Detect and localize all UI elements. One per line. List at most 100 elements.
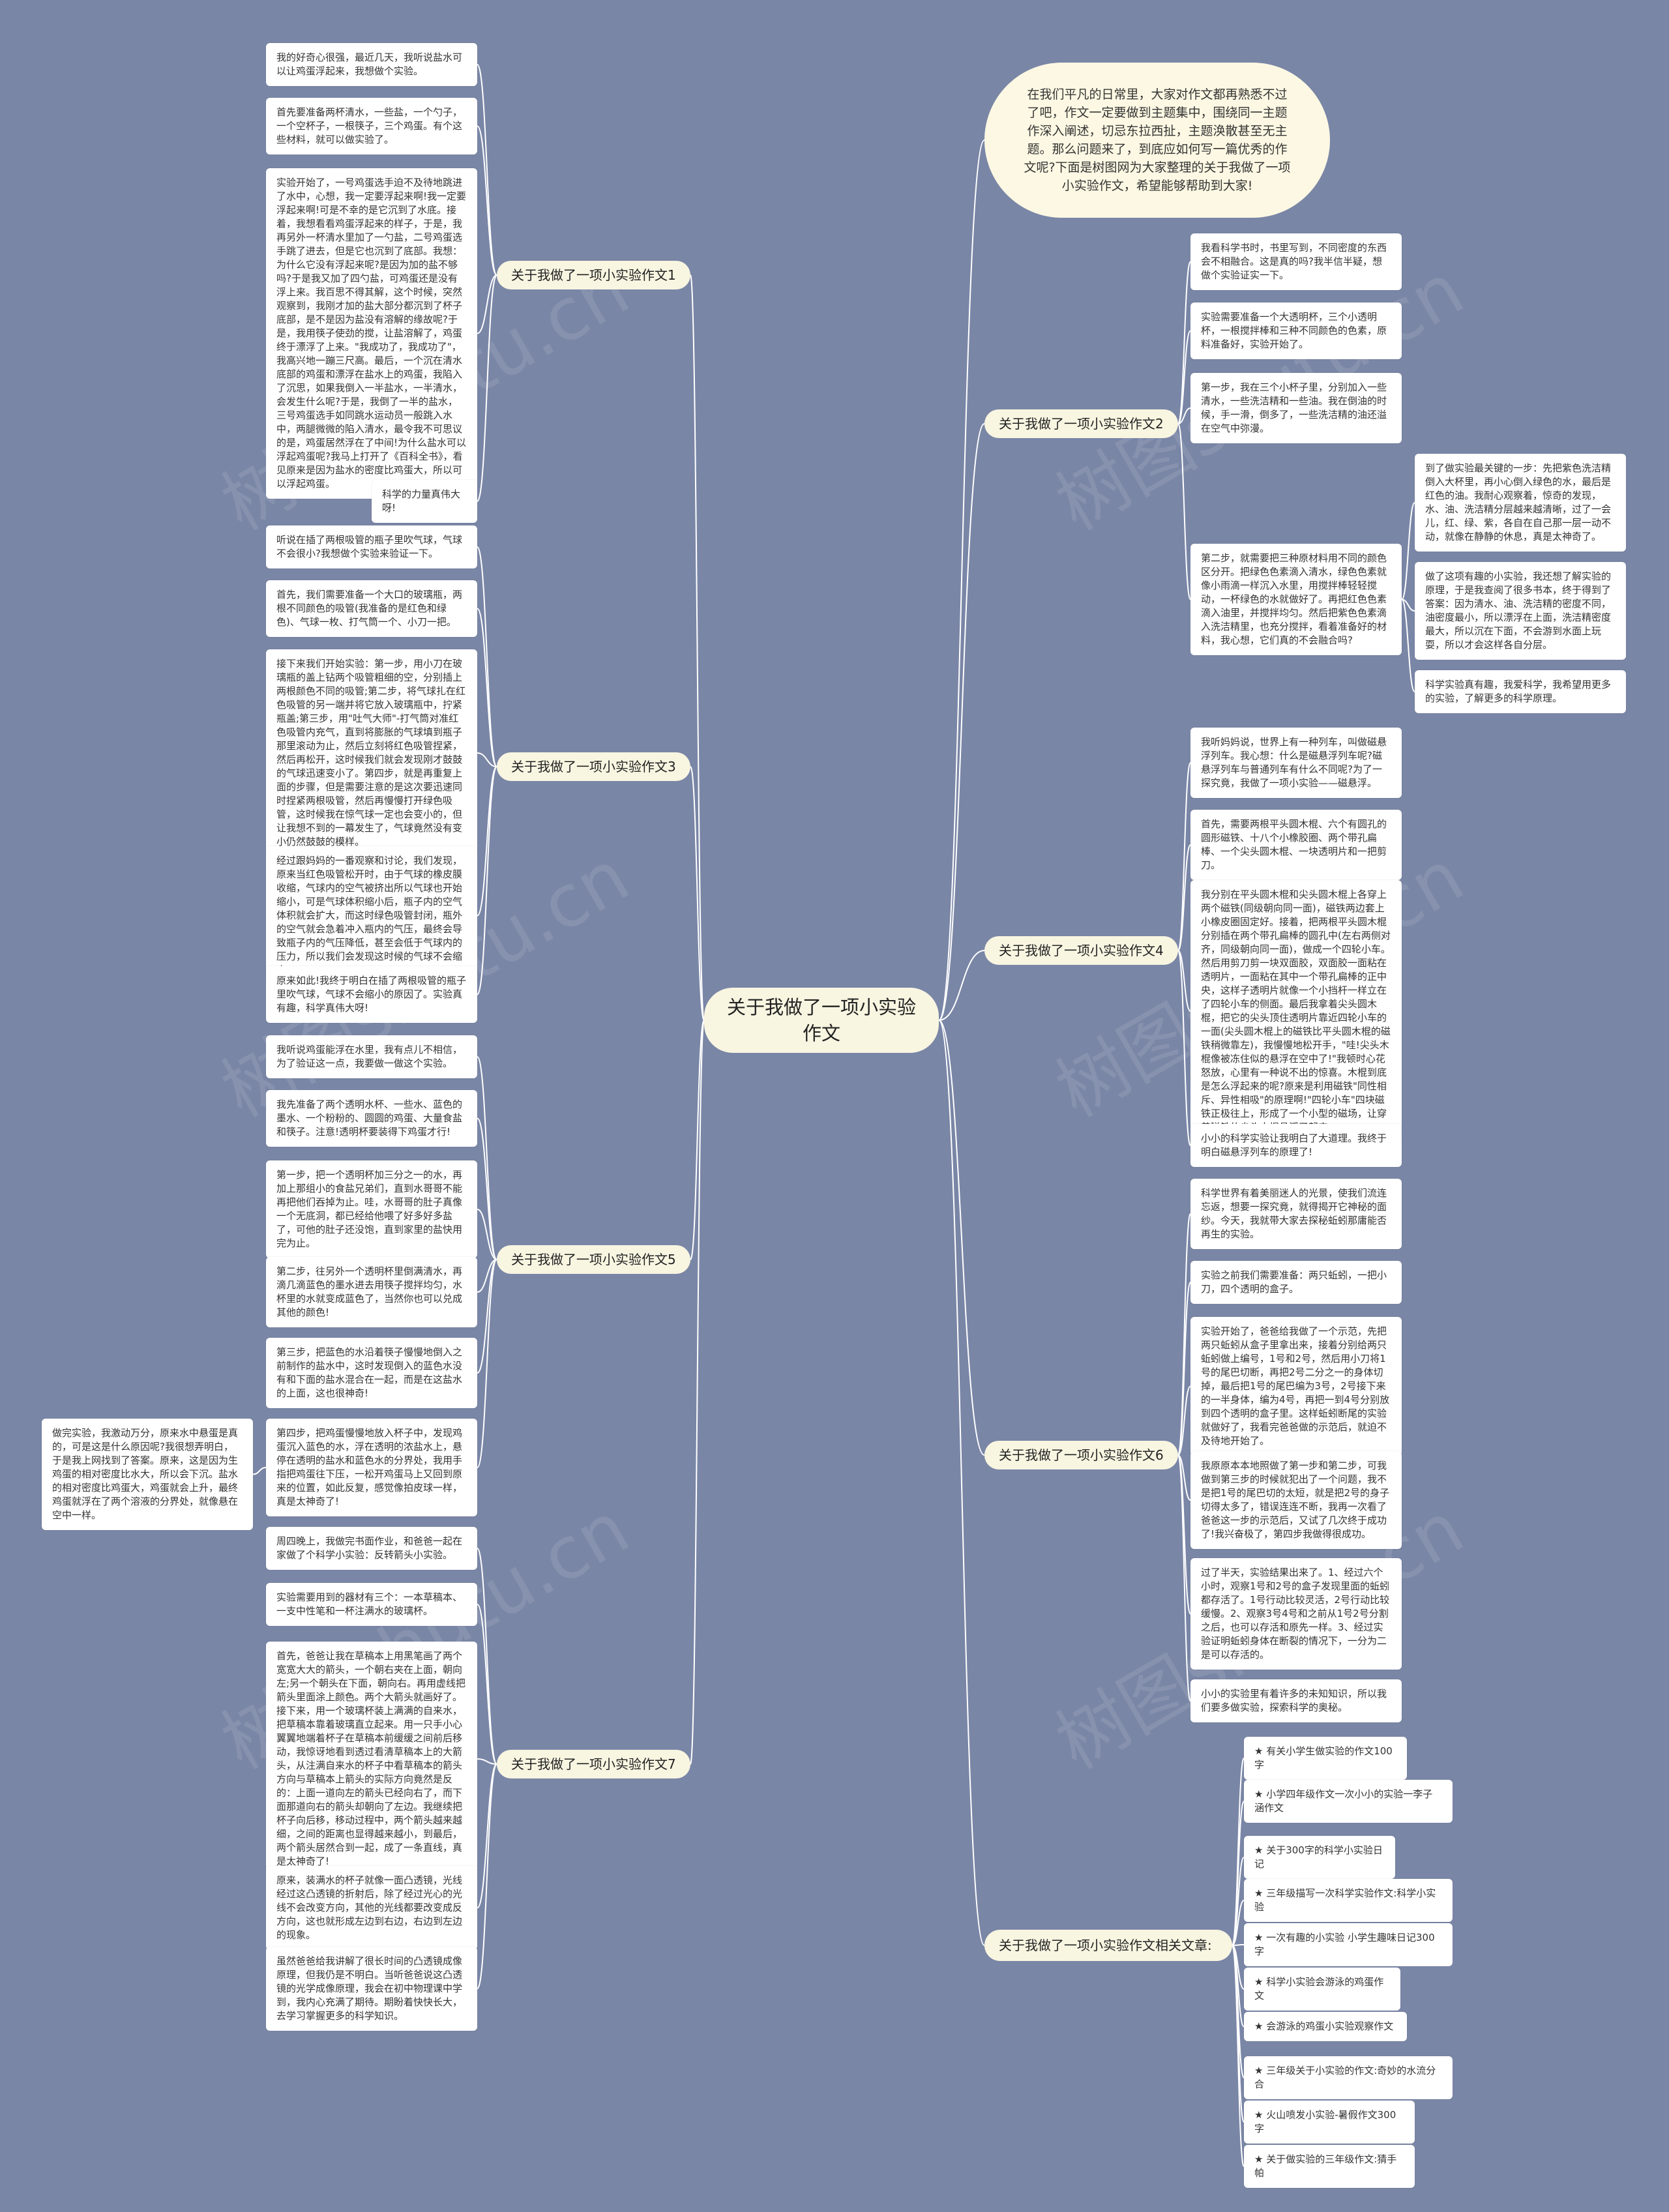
intro-bubble[interactable]: 在我们平凡的日常里，大家对作文都再熟悉不过了吧，作文一定要做到主题集中，围绕同一… — [984, 63, 1330, 218]
branch-connector — [690, 766, 705, 1021]
leaf-card: 科学世界有着美丽迷人的光景，使我们流连忘返，想要一探究竟，就得揭开它神秘的面纱。… — [1190, 1179, 1402, 1249]
leaf-card: 我的好奇心很强，最近几天，我听说盐水可以让鸡蛋浮起来，我想做个实验。 — [266, 43, 477, 86]
leaf-card: 做了这项有趣的小实验，我还想了解实验的原理，于是我查阅了很多书本，终于得到了答案… — [1415, 562, 1626, 660]
leaf-card: 我看科学书时，书里写到，不同密度的东西会不相融合。这是真的吗?我半信半疑，想做个… — [1190, 233, 1402, 290]
related-article-link[interactable]: ★ 一次有趣的小实验 小学生趣味日记300字 — [1244, 1923, 1453, 1966]
branch-connector — [690, 1020, 705, 1260]
branch-essay-4[interactable]: 关于我做了一项小实验作文4 — [984, 936, 1178, 965]
branch-related-articles[interactable]: 关于我做了一项小实验作文相关文章: — [984, 1930, 1232, 1961]
leaf-connector — [477, 1117, 497, 1260]
related-article-link[interactable]: ★ 关于300字的科学小实验日记 — [1244, 1836, 1395, 1879]
branch-connector — [690, 1020, 705, 1765]
leaf-connector — [477, 608, 497, 767]
leaf-connector — [1177, 407, 1191, 424]
branch-connector — [938, 140, 985, 1021]
leaf-connector — [477, 1259, 497, 1293]
leaf-card: 实验开始了，一号鸡蛋选手迫不及待地跳进了水中，心想，我一定要浮起来啊!我一定要浮… — [266, 168, 477, 499]
leaf-card: 首先，我们需要准备一个大口的玻璃瓶，两根不同颜色的吸管(我准备的是红色和绿色)、… — [266, 580, 477, 637]
leaf-connector — [1177, 950, 1191, 1012]
branch-title: 关于我做了一项小实验作文2 — [999, 416, 1164, 432]
branch-essay-3[interactable]: 关于我做了一项小实验作文3 — [497, 752, 690, 781]
leaf-connector — [1177, 762, 1191, 951]
leaf-card: 我原原本本地照做了第一步和第二步，可我做到第三步的时候就犯出了一个问题，我不是把… — [1190, 1451, 1402, 1549]
leaf-card: 第一步，把一个透明杯加三分之一的水，再加上那组小的食盐兄弟们，直到水哥哥不能再把… — [266, 1160, 477, 1258]
leaf-connector — [1232, 1758, 1245, 1946]
leaf-connector — [1177, 1385, 1191, 1456]
leaf-card: 实验开始了，爸爸给我做了一个示范，先把两只蚯蚓从盒子里拿出来，接着分别给两只蚯蚓… — [1190, 1317, 1402, 1456]
leaf-card: 首先要准备两杯清水，一些盐，一个勺子，一个空杯子，一根筷子，三个鸡蛋。有个这些材… — [266, 98, 477, 155]
leaf-connector — [1401, 598, 1415, 692]
leaf-card: 首先，需要两根平头圆木棍、六个有圆孔的圆形磁铁、十八个小橡胶圈、两个带孔扁棒、一… — [1190, 810, 1402, 880]
leaf-card: 第三步，把蓝色的水沿着筷子慢慢地倒入之前制作的盐水中，这时发现倒入的蓝色水没有和… — [266, 1338, 477, 1408]
leaf-card: 到了做实验最关键的一步：先把紫色洗洁精倒入大杯里，再小心倒入绿色的水，最后是红色… — [1415, 454, 1626, 552]
leaf-connector — [477, 1056, 497, 1260]
leaf-card: 首先，爸爸让我在草稿本上用黑笔画了两个宽宽大大的箭头，一个朝右夹在上面，朝向左;… — [266, 1642, 477, 1876]
branch-title: 关于我做了一项小实验作文6 — [999, 1447, 1164, 1463]
intro-text: 在我们平凡的日常里，大家对作文都再熟悉不过了吧，作文一定要做到主题集中，围绕同一… — [1024, 87, 1291, 193]
leaf-card: 小小的实验里有着许多的未知知识，所以我们要多做实验，探索科学的奥秘。 — [1190, 1679, 1402, 1722]
leaf-card: 经过跟妈妈的一番观察和讨论，我们发现，原来当红色吸管松开时，由于气球的橡皮膜收缩… — [266, 846, 477, 985]
leaf-connector — [1177, 423, 1191, 600]
leaf-connector — [1177, 1282, 1191, 1456]
branch-title: 关于我做了一项小实验作文7 — [511, 1756, 676, 1772]
leaf-card: 原来如此!我终于明白在插了两根吸管的瓶子里吹气球，气球不会缩小的原因了。实验真有… — [266, 966, 477, 1023]
root-title: 关于我做了一项小实验作文 — [726, 996, 916, 1044]
related-article-link[interactable]: ★ 火山喷发小实验-暑假作文300字 — [1244, 2101, 1415, 2144]
branch-essay-7[interactable]: 关于我做了一项小实验作文7 — [497, 1750, 690, 1778]
leaf-connector — [1232, 1945, 1245, 2167]
leaf-connector — [477, 1259, 497, 1374]
branch-title: 关于我做了一项小实验作文1 — [511, 267, 676, 283]
leaf-connector — [477, 125, 497, 276]
leaf-card: 实验需要准备一个大透明杯，三个小透明杯，一根搅拌棒和三种不同颜色的色素，原料准备… — [1190, 302, 1402, 359]
related-article-link[interactable]: ★ 三年级关于小实验的作文:奇妙的水流分合 — [1244, 2056, 1453, 2099]
leaf-connector — [477, 274, 497, 334]
leaf-card: 接下来我们开始实验：第一步，用小刀在玻璃瓶的盖上钻两个吸管粗细的空，分别插上两根… — [266, 649, 477, 857]
leaf-connector — [477, 752, 497, 767]
branch-essay-2[interactable]: 关于我做了一项小实验作文2 — [984, 409, 1178, 438]
leaf-card: 虽然爸爸给我讲解了很长时间的凸透镜成像原理，但我仍是不明白。当听爸爸说这凸透镜的… — [266, 1947, 477, 2031]
leaf-card: 我分别在平头圆木棍和尖头圆木棍上各穿上两个磁铁(同级朝向同一面)，磁铁两边套上小… — [1190, 880, 1402, 1142]
leaf-card: 实验之前我们需要准备：两只蚯蚓，一把小刀，四个透明的盒子。 — [1190, 1261, 1402, 1304]
leaf-connector — [1177, 1454, 1191, 1702]
leaf-connector — [252, 1467, 267, 1475]
leaf-card: 我听说鸡蛋能浮在水里，我有点儿不相信，为了验证这一点，我要做一做这个实验。 — [266, 1035, 477, 1078]
leaf-connector — [1401, 502, 1415, 600]
leaf-card: 听说在插了两根吸管的瓶子里吹气球，气球不会很小?我想做个实验来验证一下。 — [266, 525, 477, 568]
leaf-card: 过了半天，实验结果出来了。1、经过六个小时，观察1号和2号的盒子发现里面的蚯蚓都… — [1190, 1558, 1402, 1670]
branch-title: 关于我做了一项小实验作文5 — [511, 1252, 676, 1267]
leaf-card: 周四晚上，我做完书面作业，和爸爸一起在家做了个科学小实验：反转箭头小实验。 — [266, 1527, 477, 1570]
leaf-card: 我先准备了两个透明水杯、一些水、蓝色的墨水、一个粉粉的、圆圆的鸡蛋、大量食盐和筷… — [266, 1090, 477, 1147]
branch-connector — [938, 1020, 985, 1456]
leaf-card: 第一步，我在三个小杯子里，分别加入一些清水，一些洗洁精和一些油。我在倒油的时候，… — [1190, 373, 1402, 443]
leaf-card: 做完实验，我激动万分，原来水中悬蛋是真的，可是这是什么原因呢?我很想弄明白，于是… — [42, 1419, 253, 1530]
leaf-connector — [1401, 598, 1415, 612]
branch-essay-1[interactable]: 关于我做了一项小实验作文1 — [497, 261, 690, 289]
related-article-link[interactable]: ★ 三年级描写一次科学实验作文:科学小实验 — [1244, 1879, 1453, 1922]
leaf-connector — [477, 1763, 497, 1909]
leaf-card: 第四步，把鸡蛋慢慢地放入杯子中，发现鸡蛋沉入蓝色的水，浮在透明的浓盐水上，悬停在… — [266, 1419, 477, 1516]
leaf-card: 原来，装满水的杯子就像一面凸透镜，光线经过这凸透镜的折射后，除了经过光心的光线不… — [266, 1866, 477, 1950]
leaf-connector — [477, 766, 497, 995]
branch-essay-6[interactable]: 关于我做了一项小实验作文6 — [984, 1441, 1178, 1469]
related-article-link[interactable]: ★ 关于做实验的三年级作文:猜手帕 — [1244, 2145, 1415, 2188]
leaf-connector — [1232, 1900, 1245, 1946]
leaf-connector — [477, 1259, 497, 1468]
leaf-connector — [477, 1763, 497, 1990]
branch-title: 关于我做了一项小实验作文4 — [999, 943, 1164, 958]
related-article-link[interactable]: ★ 会游泳的鸡蛋小实验观察作文 — [1244, 2012, 1407, 2041]
branch-title: 关于我做了一项小实验作文相关文章: — [999, 1938, 1212, 1953]
leaf-card: 实验需要用到的器材有三个：一本草稿本、一支中性笔和一杯注满水的玻璃杯。 — [266, 1583, 477, 1626]
root-topic[interactable]: 关于我做了一项小实验作文 — [704, 988, 939, 1053]
related-article-link[interactable]: ★ 有关小学生做实验的作文100字 — [1244, 1737, 1407, 1780]
branch-essay-5[interactable]: 关于我做了一项小实验作文5 — [497, 1245, 690, 1274]
leaf-connector — [477, 274, 497, 502]
leaf-connector — [477, 766, 497, 917]
leaf-connector — [1177, 950, 1191, 1146]
related-article-link[interactable]: ★ 科学小实验会游泳的鸡蛋作文 — [1244, 1968, 1400, 2011]
leaf-connector — [477, 1209, 497, 1260]
branch-title: 关于我做了一项小实验作文3 — [511, 759, 676, 774]
leaf-connector — [1177, 844, 1191, 951]
related-article-link[interactable]: ★ 小学四年级作文一次小小的实验一李子涵作文 — [1244, 1780, 1453, 1823]
